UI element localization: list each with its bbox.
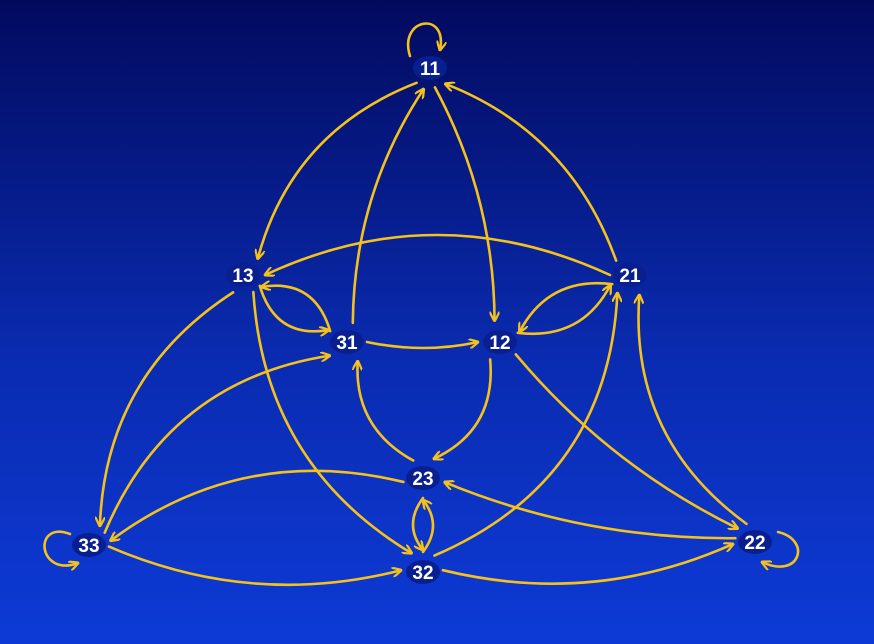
- node-13-label: 13: [232, 266, 253, 287]
- edge-13-to-32: [252, 290, 411, 553]
- node-21-label: 21: [619, 266, 641, 287]
- node-32-label: 32: [412, 563, 433, 584]
- node-33: 33: [72, 533, 106, 557]
- node-33-backdrop: [72, 533, 106, 557]
- node-11-label: 11: [420, 59, 441, 80]
- node-33-label: 33: [78, 536, 99, 557]
- node-12-backdrop: [483, 330, 517, 354]
- edge-13-to-33: [100, 291, 235, 528]
- edge-23-to-33: [111, 469, 405, 541]
- edge-13-to-31: [258, 284, 329, 331]
- edge-31-to-13: [261, 286, 332, 333]
- node-22-backdrop: [738, 530, 772, 554]
- edge-32-to-22: [441, 544, 733, 585]
- node-21-backdrop: [613, 263, 647, 287]
- edge-12-to-22: [514, 353, 738, 528]
- edge-33-to-33: [43, 530, 78, 566]
- edge-22-to-21: [639, 295, 748, 526]
- edges-layer: [43, 22, 800, 587]
- edge-32-to-23: [423, 500, 435, 554]
- edge-11-to-12: [433, 86, 495, 322]
- node-23-label: 23: [412, 469, 433, 490]
- node-13-backdrop: [226, 263, 260, 287]
- node-12: 12: [483, 330, 517, 354]
- edge-21-to-11: [445, 84, 618, 262]
- edge-11-to-11: [406, 22, 441, 58]
- edge-12-to-23: [434, 358, 492, 458]
- node-23-backdrop: [406, 466, 440, 490]
- edge-22-to-23: [445, 482, 737, 540]
- edge-22-to-22: [762, 530, 800, 567]
- edge-33-to-31: [103, 356, 330, 534]
- node-22: 22: [738, 530, 772, 554]
- node-22-label: 22: [744, 533, 765, 554]
- node-21: 21: [613, 263, 647, 287]
- edge-32-to-21: [433, 291, 617, 557]
- node-32-backdrop: [406, 560, 440, 584]
- edge-23-to-32: [411, 496, 423, 550]
- node-11-backdrop: [413, 56, 447, 80]
- edge-31-to-11: [351, 89, 424, 325]
- edge-23-to-31: [357, 361, 415, 462]
- node-31: 31: [330, 330, 364, 354]
- node-31-label: 31: [336, 333, 358, 354]
- node-13: 13: [226, 263, 260, 287]
- edge-21-to-13: [265, 233, 612, 275]
- node-12-label: 12: [489, 333, 510, 354]
- node-11: 11: [413, 56, 447, 80]
- edge-12-to-21: [516, 285, 611, 336]
- node-23: 23: [406, 466, 440, 490]
- edge-33-to-32: [107, 545, 401, 587]
- edge-31-to-12: [365, 342, 478, 350]
- nodes-layer: 11 13 21 31 12 23 33 32 22: [72, 56, 772, 584]
- edge-11-to-13: [258, 81, 418, 259]
- node-32: 32: [406, 560, 440, 584]
- node-31-backdrop: [330, 330, 364, 354]
- edge-21-to-12: [520, 281, 614, 332]
